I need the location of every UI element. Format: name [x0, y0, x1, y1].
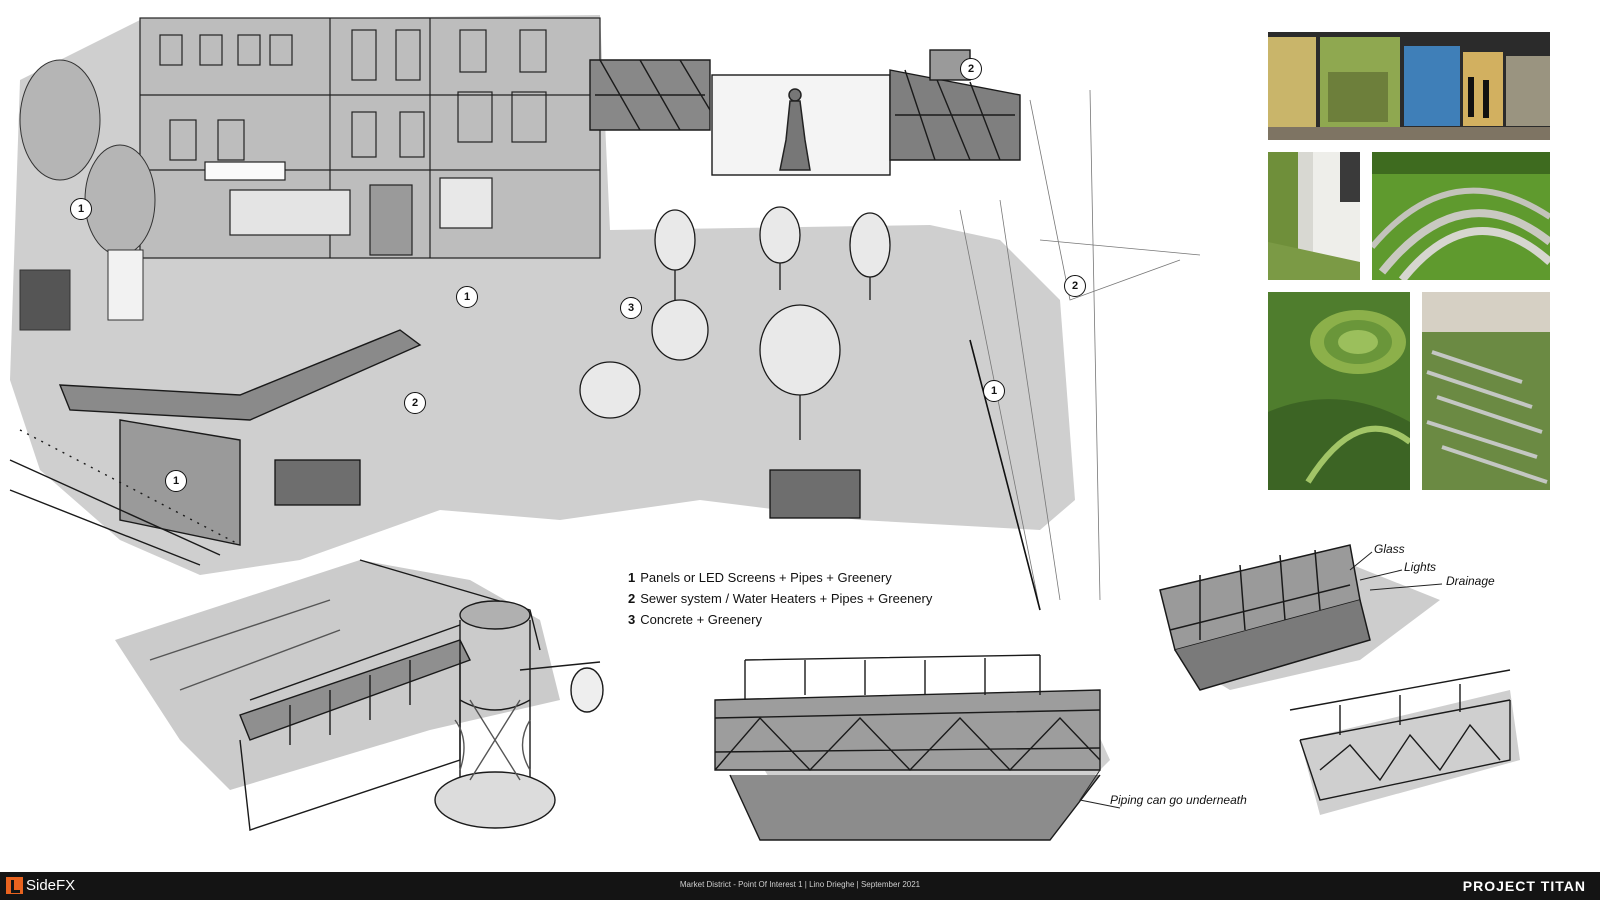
reference-photo-striped-path [1422, 292, 1550, 490]
truss-bridge-sketch [714, 654, 1110, 841]
footer-caption: Market District - Point Of Interest 1 | … [679, 880, 921, 889]
screen-figure [779, 88, 811, 171]
sidefx-logo-icon [6, 877, 23, 894]
legend-number: 1 [628, 570, 636, 585]
legend-item-2: 2 Sewer system / Water Heaters + Pipes + … [628, 588, 932, 609]
legend-text: Panels or LED Screens + Pipes + Greenery [640, 570, 892, 585]
reference-photo-tunnel-screens [1268, 32, 1550, 140]
marker-1-awning: 1 [456, 286, 478, 308]
reference-photo-planter-wall [1268, 152, 1360, 280]
marker-2-tank: 2 [960, 58, 982, 80]
legend-item-3: 3 Concrete + Greenery [628, 609, 932, 630]
reference-photo-amphitheater [1268, 292, 1410, 490]
glass-railing-sketch [1159, 544, 1440, 691]
legend-number: 3 [628, 612, 636, 627]
corner-bridge-sketch [115, 559, 604, 831]
marker-1-left-wall: 1 [70, 198, 92, 220]
building-facade [139, 17, 601, 259]
marker-1-right-side: 1 [983, 380, 1005, 402]
annotation-arrows [1079, 551, 1443, 809]
marker-3-plaza: 3 [620, 297, 642, 319]
legend-number: 2 [628, 591, 636, 606]
planters [274, 459, 861, 519]
left-greenery [19, 59, 156, 331]
legend-item-1: 1 Panels or LED Screens + Pipes + Greener… [628, 567, 932, 588]
concept-sketch [9, 15, 1520, 841]
truss-railing-sketch [1289, 669, 1520, 815]
annotation-drainage: Drainage [1446, 574, 1495, 588]
annotation-lights: Lights [1404, 560, 1437, 574]
legend-text: Sewer system / Water Heaters + Pipes + G… [640, 591, 933, 606]
legend-text: Concrete + Greenery [640, 612, 762, 627]
project-title: PROJECT TITAN [1462, 878, 1586, 894]
marker-2-right: 2 [1064, 275, 1086, 297]
footer-bar: SideFX Market District - Point Of Intere… [0, 872, 1600, 900]
legend: 1 Panels or LED Screens + Pipes + Greener… [628, 567, 932, 630]
trees [579, 206, 891, 440]
marker-2-pipe: 2 [404, 392, 426, 414]
sidefx-logo-text: SideFX [26, 877, 76, 894]
annotation-glass: Glass [1374, 542, 1405, 556]
annotation-piping: Piping can go underneath [1110, 793, 1247, 807]
marker-1-lower-left: 1 [165, 470, 187, 492]
reference-photo-green-terraces [1372, 152, 1550, 280]
sidefx-logo: SideFX [6, 877, 75, 894]
perspective-lines [959, 89, 1201, 611]
